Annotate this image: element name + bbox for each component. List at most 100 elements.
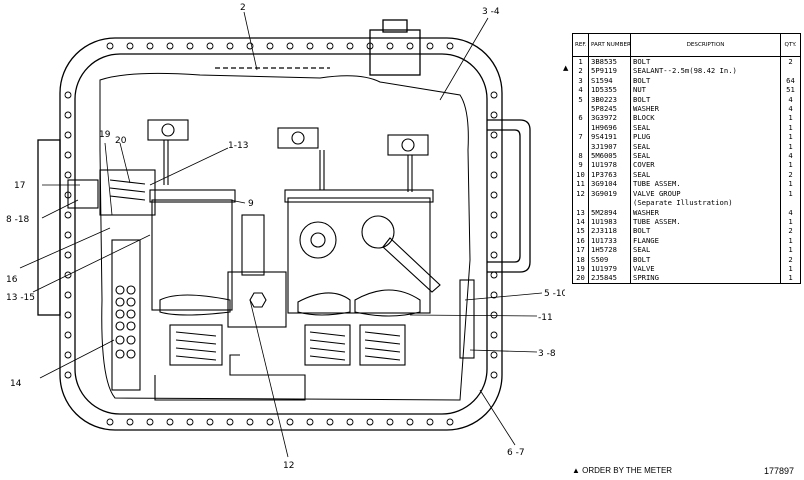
- part-number-cell: S1594: [588, 75, 631, 86]
- part-number-cell: 1U1983: [588, 216, 631, 227]
- qty-cell: 1: [780, 160, 801, 170]
- housing-left-plate: [37, 139, 61, 316]
- center-spring: [304, 324, 351, 366]
- ref-no-cell: 4: [572, 85, 589, 95]
- flange-bolt-hole: [490, 271, 498, 279]
- flange-bolt-hole: [64, 171, 72, 179]
- description-cell: WASHER: [630, 207, 781, 217]
- ref-no-cell: 20: [572, 273, 589, 284]
- exploded-parts-diagram: 2 3 -4 1-13 19 20 17 8 -18 9 16 13 -15 1…: [6, 3, 565, 471]
- valve-block: [227, 271, 287, 328]
- flange-bolt-hole: [490, 111, 498, 119]
- part-number-cell: 5M6005: [588, 151, 631, 161]
- flange-bolt-hole: [64, 211, 72, 219]
- description-cell: TUBE ASSEM.: [630, 216, 781, 227]
- flange-bolt-hole: [490, 231, 498, 239]
- flange-bolt-hole: [266, 418, 274, 426]
- qty-cell: 1: [780, 235, 801, 246]
- ref-no-cell: 19: [572, 263, 589, 274]
- description-cell: TUBE ASSEM.: [630, 179, 781, 189]
- callout-14: 14: [10, 379, 22, 389]
- ref-no-cell: 6: [572, 113, 589, 123]
- callout-16: 16: [6, 275, 18, 285]
- callout-13-15: 13 -15: [6, 293, 35, 303]
- left-spring: [169, 324, 223, 366]
- flange-bolt-hole: [64, 111, 72, 119]
- flange-bolt-hole: [246, 418, 254, 426]
- part-number-cell: [588, 198, 631, 208]
- flange-bolt-hole: [64, 351, 72, 359]
- flange-bolt-hole: [426, 42, 434, 50]
- flange-bolt-hole: [366, 418, 374, 426]
- part-number-cell: S509: [588, 254, 631, 264]
- ref-no-cell: 2: [572, 66, 589, 76]
- flange-bolt-hole: [146, 42, 154, 50]
- ref-no-cell: 8: [572, 151, 589, 161]
- description-cell: SPRING: [630, 273, 781, 284]
- ref-no-cell: [572, 104, 589, 114]
- description-cell: VALVE GROUP: [630, 188, 781, 199]
- qty-cell: 4: [780, 104, 801, 114]
- flange-bolt-hole: [366, 42, 374, 50]
- description-cell: (Separate Illustration): [630, 198, 781, 208]
- top-right-fitting: [387, 134, 429, 192]
- parts-row: (Separate Illustration): [572, 198, 801, 208]
- ref-no-cell: 1: [572, 56, 589, 67]
- flange-bolt-hole: [490, 371, 498, 379]
- flange-bolt-hole: [64, 311, 72, 319]
- flange-bolt-hole: [490, 151, 498, 159]
- description-cell: BOLT: [630, 56, 781, 67]
- flange-bolt-hole: [386, 42, 394, 50]
- flange-bolt-hole: [64, 151, 72, 159]
- qty-cell: 64: [780, 75, 801, 86]
- flange-bolt-hole: [490, 311, 498, 319]
- flange-bolt-hole: [206, 418, 214, 426]
- part-number-cell: 5M2894: [588, 207, 631, 217]
- parts-table-header: REF. NO. PART NUMBER DESCRIPTION QTY.: [572, 33, 801, 57]
- qty-header: QTY.: [780, 33, 801, 57]
- description-cell: COVER: [630, 160, 781, 170]
- flange-bolt-hole: [490, 331, 498, 339]
- flange-bolt-hole: [426, 418, 434, 426]
- flange-bolt-hole: [64, 251, 72, 259]
- callout-3-4: 3 -4: [482, 7, 500, 17]
- callout-17: 17: [14, 181, 25, 191]
- flange-bolt-hole: [186, 418, 194, 426]
- part-number-cell: 1H5728: [588, 245, 631, 255]
- housing-flange-outer: [59, 37, 503, 431]
- flange-bolt-hole: [126, 418, 134, 426]
- qty-cell: 2: [780, 169, 801, 180]
- qty-cell: 1: [780, 273, 801, 284]
- flange-bolt-hole: [490, 351, 498, 359]
- flange-bolt-holes: [64, 42, 498, 426]
- flange-bolt-hole: [106, 42, 114, 50]
- part-number-cell: 3G9104: [588, 179, 631, 189]
- description-cell: WASHER: [630, 104, 781, 114]
- qty-cell: 4: [780, 94, 801, 105]
- qty-cell: 1: [780, 132, 801, 142]
- relief-valve: [99, 169, 156, 216]
- callout-3-8: 3 -8: [538, 349, 556, 359]
- description-cell: NUT: [630, 85, 781, 95]
- ref-no-cell: 17: [572, 245, 589, 255]
- flange-bolt-hole: [490, 251, 498, 259]
- part-number-cell: 3B8535: [588, 56, 631, 67]
- part-number-header: PART NUMBER: [588, 33, 631, 57]
- part-number-cell: 2J3118: [588, 226, 631, 236]
- description-cell: SEAL: [630, 169, 781, 180]
- description-cell: BOLT: [630, 226, 781, 236]
- top-left-fitting: [147, 119, 189, 185]
